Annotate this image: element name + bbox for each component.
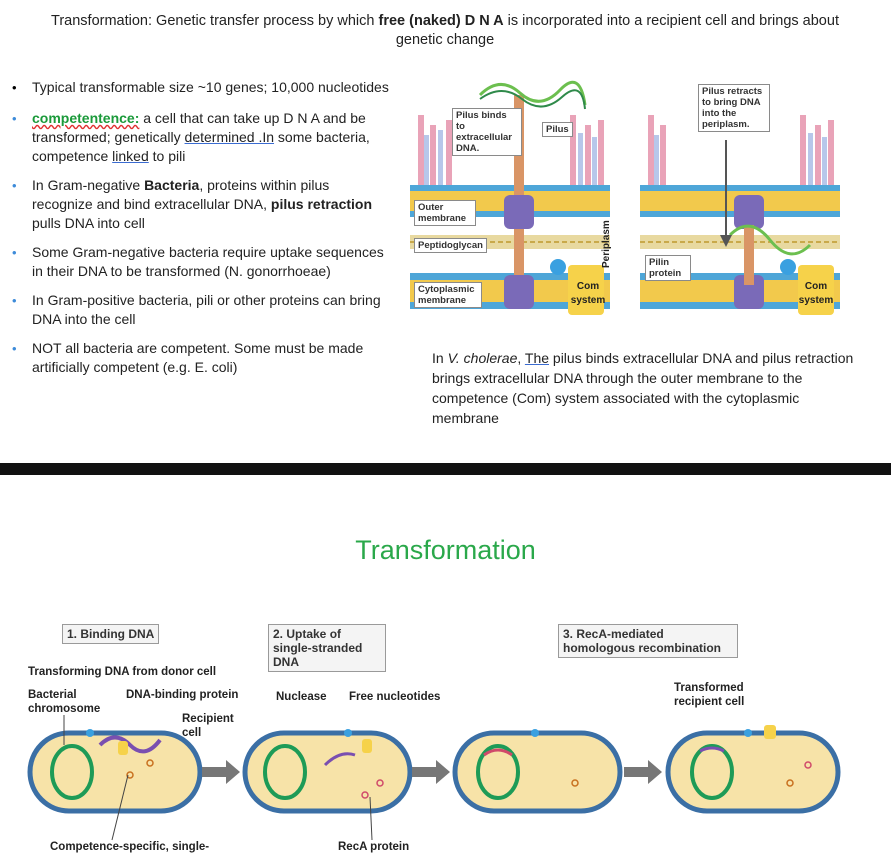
bullet-text: some bacteria, competence: [32, 129, 370, 164]
label-cytoplasmic-membrane: Cytoplasmic membrane: [414, 282, 482, 308]
caption-text: pilus binds extracellular DNA and pilus …: [432, 350, 854, 426]
caption-text: In: [432, 350, 448, 366]
bullet-text: NOT all bacteria are competent. Some mus…: [32, 340, 364, 375]
term-competence: competentence:: [32, 110, 140, 126]
label-peptidoglycan: Peptidoglycan: [414, 238, 487, 253]
label-dna-binding-protein: DNA-binding protein: [126, 689, 239, 701]
label-recipient-cell: Recipient cell: [182, 713, 234, 739]
label-pilus: Pilus: [542, 122, 573, 137]
label-free-nucleotides: Free nucleotides: [349, 691, 441, 703]
label-com-system-left: Com system: [570, 281, 606, 306]
bullet-list: Typical transformable size ~10 genes; 10…: [10, 78, 390, 387]
bullet-item: Some Gram-negative bacteria require upta…: [10, 243, 390, 281]
slide-2: Transformation 1. Binding DNA 2. Uptake …: [0, 475, 891, 853]
title-text-post: is incorporated into a recipient cell an…: [395, 13, 839, 48]
bold-text: pilus retraction: [270, 196, 373, 212]
label-pilus-retracts: Pilus retracts to bring DNA into the per…: [698, 84, 770, 132]
step-1-box: 1. Binding DNA: [62, 624, 160, 644]
label-nuclease: Nuclease: [276, 691, 327, 703]
step-3-box: 3. RecA-mediated homologous recombinatio…: [558, 624, 738, 658]
bullet-text: pulls DNA into cell: [32, 215, 145, 231]
cell-4: [665, 725, 841, 814]
arrow-3: [624, 760, 662, 784]
species-name: V. cholerae: [447, 350, 518, 366]
bullet-item: Typical transformable size ~10 genes; 10…: [10, 78, 390, 97]
title-text-bold: free (naked) D N A: [378, 13, 504, 29]
step-2-box: 2. Uptake of single-stranded DNA: [268, 624, 386, 672]
arrow-2: [412, 760, 450, 784]
slide-2-title: Transformation: [355, 535, 536, 565]
label-transforming-dna: Transforming DNA from donor cell: [28, 666, 217, 678]
label-transformed-recipient: Transformed recipient cell: [674, 682, 745, 708]
slide-title: Transformation: Genetic transfer process…: [40, 12, 850, 50]
bullet-text: a cell that can take up D N A and be tra…: [32, 110, 366, 145]
panel-left: [410, 75, 610, 320]
bullet-item: In Gram-positive bacteria, pili or other…: [10, 291, 390, 329]
bullet-item: competentence: a cell that can take up D…: [10, 109, 390, 166]
bullet-item: NOT all bacteria are competent. Some mus…: [10, 339, 390, 377]
cell-1: [27, 715, 203, 841]
underlined-text: determined .In: [184, 129, 275, 145]
cell-2: [242, 729, 413, 841]
bullet-text: In Gram-negative: [32, 177, 145, 193]
label-pilus-binds: Pilus binds to extracellular DNA.: [452, 108, 522, 156]
bullet-text: Typical transformable size ~10 genes; 10…: [32, 79, 389, 95]
underlined-text: linked: [112, 148, 149, 164]
label-com-system-right: Com system: [798, 281, 834, 306]
bullet-text: , proteins within pilus recognize and bi…: [32, 177, 330, 212]
bullet-text: In Gram-positive bacteria, pili or other…: [32, 292, 381, 327]
transformation-steps-diagram: [27, 715, 841, 841]
slide-1: Transformation: Genetic transfer process…: [0, 0, 891, 463]
figure-caption: In V. cholerae, The pilus binds extracel…: [432, 348, 862, 428]
label-periplasm: Periplasm: [601, 220, 612, 268]
title-text-pre: Transformation: Genetic transfer process…: [51, 13, 379, 29]
underlined-text: The: [524, 350, 550, 366]
bullet-text: Some Gram-negative bacteria require upta…: [32, 244, 384, 279]
label-bacterial-chromosome: Bacterial chromosome: [28, 689, 101, 715]
label-competence-specific: Competence-specific, single-: [50, 841, 210, 853]
label-reca-protein: RecA protein: [338, 841, 410, 853]
caption-text: ,: [517, 350, 525, 366]
bold-text: Bacteria: [144, 177, 200, 193]
bullet-item: In Gram-negative Bacteria, proteins with…: [10, 176, 390, 233]
arrow-1: [202, 760, 240, 784]
label-outer-membrane: Outer membrane: [414, 200, 476, 226]
label-pilin-protein: Pilin protein: [645, 255, 691, 281]
slide-divider: [0, 463, 891, 475]
cell-3: [452, 729, 623, 814]
bullet-text: to pili: [148, 148, 186, 164]
